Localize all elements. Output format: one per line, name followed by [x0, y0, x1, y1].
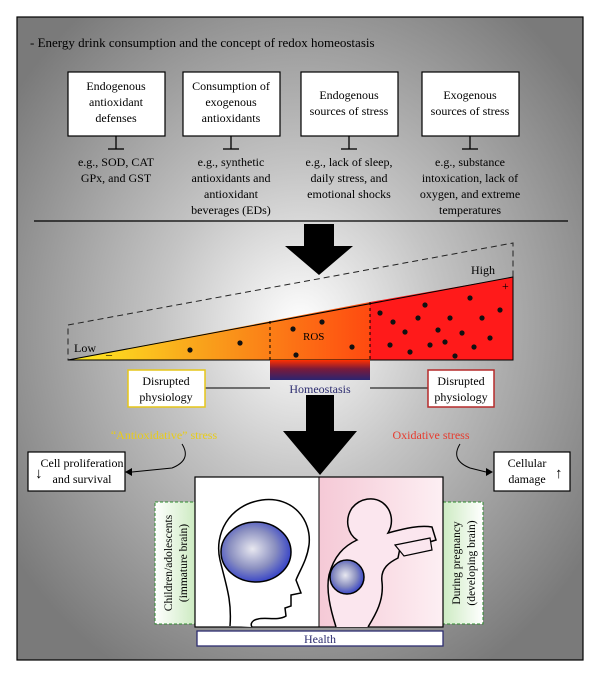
diagram-title: - Energy drink consumption and the conce…	[30, 35, 375, 50]
down-arrow-icon	[283, 395, 357, 475]
disrupted-left-line: Disrupted	[142, 374, 189, 388]
detail-line: daily stress, and	[311, 171, 388, 185]
box-label-line: sources of stress	[431, 104, 510, 118]
detail-line: antioxidants and	[192, 171, 271, 185]
cellular-damage-box	[493, 451, 571, 492]
oxidative-stress-label: Oxidative stress	[393, 428, 470, 442]
pregnancy-label-line: During pregnancy	[451, 521, 463, 605]
pregnant-figure-icon	[327, 498, 437, 628]
antioxidative-stress-label: “Antioxidative” stress	[111, 428, 218, 442]
child-brain-icon	[220, 521, 292, 583]
scale-high-label: High	[471, 263, 495, 277]
homeostasis-label: Homeostasis	[289, 382, 351, 396]
box-label-line: defenses	[95, 111, 137, 125]
box-label-line: sources of stress	[310, 104, 389, 118]
disrupted-physiology-left	[127, 369, 206, 408]
source-details: e.g., SOD, CAT GPx, and GST e.g., synthe…	[78, 155, 520, 217]
box-label-line: exogenous	[205, 95, 257, 109]
pregnancy-panel	[442, 501, 484, 625]
health-bar	[196, 630, 444, 647]
down-arrow-indicator: ↓	[35, 466, 43, 482]
scale-outline	[67, 242, 514, 361]
outcome-right-line: Cellular	[508, 456, 547, 470]
outcome-right-line: damage	[508, 472, 545, 486]
detail-line: e.g., lack of sleep,	[306, 155, 393, 169]
box-exogenous-stress	[421, 71, 520, 137]
scale-low-label: Low	[74, 341, 96, 355]
homeostasis-bar	[270, 360, 370, 380]
box-endogenous-antioxidant	[67, 71, 166, 137]
disrupted-physiology-right	[427, 369, 495, 408]
detail-line: emotional shocks	[307, 187, 391, 201]
detail-line: e.g., substance	[435, 155, 505, 169]
box-label-line: Exogenous	[443, 88, 497, 102]
curved-arrow-left	[131, 443, 186, 473]
detail-line: oxygen, and extreme	[420, 187, 520, 201]
scale-plus-label: +	[502, 279, 509, 293]
down-arrow-icon	[285, 224, 353, 275]
up-arrow-indicator: ↑	[555, 466, 563, 482]
detail-line: GPx, and GST	[81, 171, 152, 185]
scale-minus-label: –	[105, 347, 113, 361]
disrupted-right-line: physiology	[434, 390, 487, 404]
box-label-line: Endogenous	[86, 79, 146, 93]
fetal-brain-icon	[329, 559, 365, 595]
outcome-left-line: and survival	[53, 472, 113, 486]
ros-label: ROS	[303, 331, 324, 343]
box-label-line: antioxidant	[89, 95, 144, 109]
box-label-line: antioxidants	[202, 111, 261, 125]
disrupted-left-line: physiology	[139, 390, 192, 404]
detail-line: e.g., SOD, CAT	[78, 155, 155, 169]
disrupted-right-line: Disrupted	[437, 374, 484, 388]
detail-line: beverages (EDs)	[191, 203, 271, 217]
health-label: Health	[304, 632, 336, 646]
children-panel	[154, 501, 196, 625]
outcome-left-line: Cell proliferation	[41, 456, 124, 470]
curved-arrow-right	[456, 443, 487, 473]
detail-line: e.g., synthetic	[198, 155, 265, 169]
box-label-line: Endogenous	[319, 88, 379, 102]
pregnancy-label-line: (developing brain)	[466, 520, 478, 605]
oxidative-wedge	[370, 277, 513, 360]
children-label-line: (immature brain)	[178, 524, 190, 602]
arrowhead-icon	[486, 468, 493, 476]
children-label-line: Children/adolescents	[163, 514, 175, 611]
pregnant-arm-icon	[393, 537, 433, 557]
inhibit-connectors	[108, 136, 478, 150]
cell-proliferation-box	[27, 451, 126, 492]
detail-line: intoxication, lack of	[422, 171, 518, 185]
detail-line: temperatures	[439, 203, 501, 217]
ros-dots	[187, 295, 503, 359]
box-label-line: Consumption of	[192, 79, 270, 93]
arrowhead-icon	[125, 468, 132, 476]
source-boxes: Endogenous antioxidant defenses Consumpt…	[67, 71, 520, 137]
box-exogenous-antioxidants	[182, 71, 281, 137]
detail-line: antioxidant	[204, 187, 259, 201]
box-endogenous-stress	[300, 71, 399, 137]
